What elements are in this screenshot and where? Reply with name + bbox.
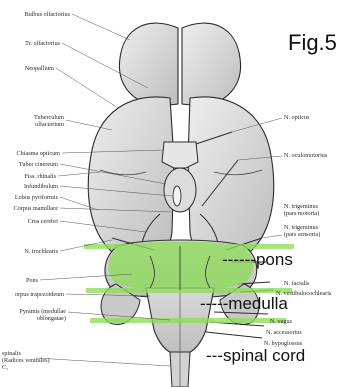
label-n-opticus: N. opticus [284,114,309,121]
label-tractus-olfactorius: Tr. olfactorius [14,40,60,47]
optic-chiasm [162,142,198,168]
label-bulbus-olfactorius: Bulbus olfactorius [14,11,70,18]
label-n-trigeminus-sensoria: N. trigeminus (pars sensoria) [284,224,320,238]
label-neopallium: Neopallium [14,65,54,72]
label-pons: Pons [4,277,38,284]
label-spinalis: spinalis (Radices ventrales) C₁ [2,350,50,371]
label-n-trigeminus-motoria: N. trigeminus (pars motoria) [284,203,319,217]
annotation-medulla: -----medulla [200,294,288,314]
label-lobus-pyriformis: Lobus pyriformis [4,194,58,201]
label-n-trochlearis: N. trochlearis [4,248,58,255]
label-tuberculum-olfactorium: Tuberculum olfactorium [14,114,64,128]
label-chiasma-opticum: Chiasma opticum [4,150,60,157]
label-n-oculomotorius: N. oculomotorius [284,152,327,159]
label-fiss-rhinalis: Fiss. rhinalis [4,173,56,180]
annotation-pons: ------pons [222,250,293,270]
label-infundibulum: Infundibulum [4,183,58,190]
annotation-spinal-cord: ---spinal cord [206,346,305,366]
label-tuber-cinereum: Tuber cinereum [4,161,58,168]
olfactory-bulb-right [182,23,241,106]
label-corpus-mamillare: Corpus mamillare [4,205,58,212]
label-corpus-trapezoideum: orpus trapezoideum [0,291,64,298]
label-crus-cerebri: Crus cerebri [4,218,58,225]
label-n-accessorius: N. accessorius [266,329,302,336]
hemisphere-left [88,97,174,261]
infundibulum [173,186,181,206]
label-n-vagus: N. vagus [270,318,292,325]
label-n-facialis: N. facialis [284,280,309,287]
figure-label: Fig.5 [288,30,337,56]
hemisphere-right [188,97,274,261]
label-pyramis: Pyramis (medullae oblongatae) [0,308,66,322]
olfactory-bulb-left [119,23,178,106]
